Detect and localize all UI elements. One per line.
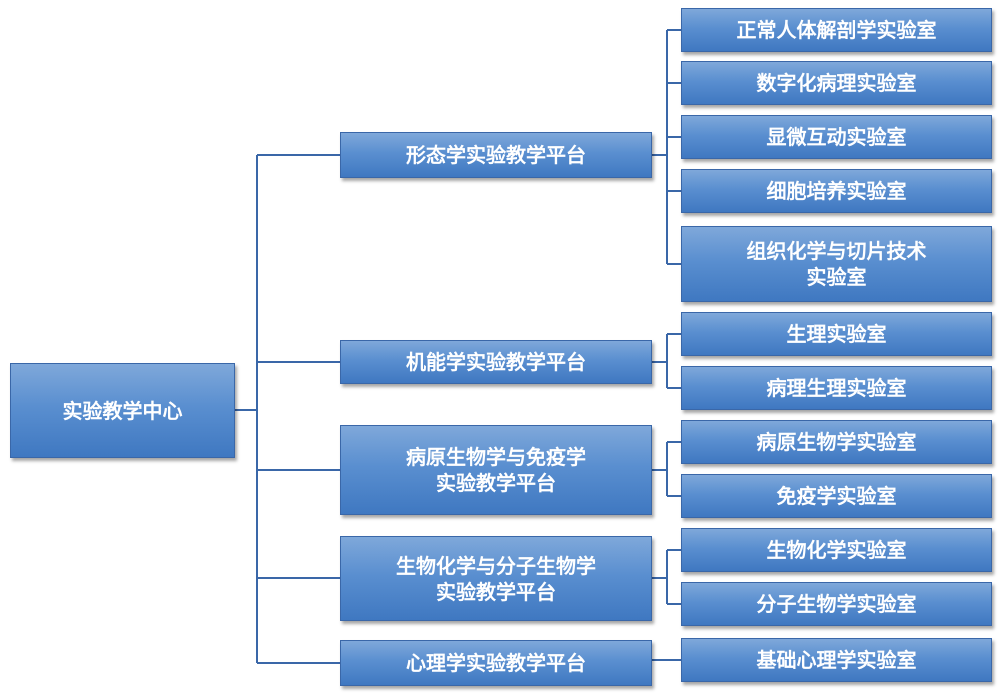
lab-node: 数字化病理实验室 <box>681 61 992 105</box>
platform-node-morphology: 形态学实验教学平台 <box>340 132 652 178</box>
lab-node: 正常人体解剖学实验室 <box>681 8 992 52</box>
lab-node: 分子生物学实验室 <box>681 582 992 626</box>
lab-node: 细胞培养实验室 <box>681 169 992 213</box>
platform-node-biochem-molecular: 生物化学与分子生物学 实验教学平台 <box>340 536 652 621</box>
lab-node: 组织化学与切片技术 实验室 <box>681 226 992 302</box>
lab-node: 基础心理学实验室 <box>681 638 992 682</box>
root-node: 实验教学中心 <box>10 363 235 458</box>
lab-node: 免疫学实验室 <box>681 474 992 518</box>
platform-node-pathogen-immunology: 病原生物学与免疫学 实验教学平台 <box>340 425 652 515</box>
lab-node: 生理实验室 <box>681 312 992 356</box>
platform-node-function: 机能学实验教学平台 <box>340 340 652 384</box>
lab-node: 病理生理实验室 <box>681 366 992 410</box>
lab-node: 显微互动实验室 <box>681 115 992 159</box>
lab-node: 生物化学实验室 <box>681 528 992 572</box>
platform-node-psychology: 心理学实验教学平台 <box>340 640 652 686</box>
lab-node: 病原生物学实验室 <box>681 420 992 464</box>
